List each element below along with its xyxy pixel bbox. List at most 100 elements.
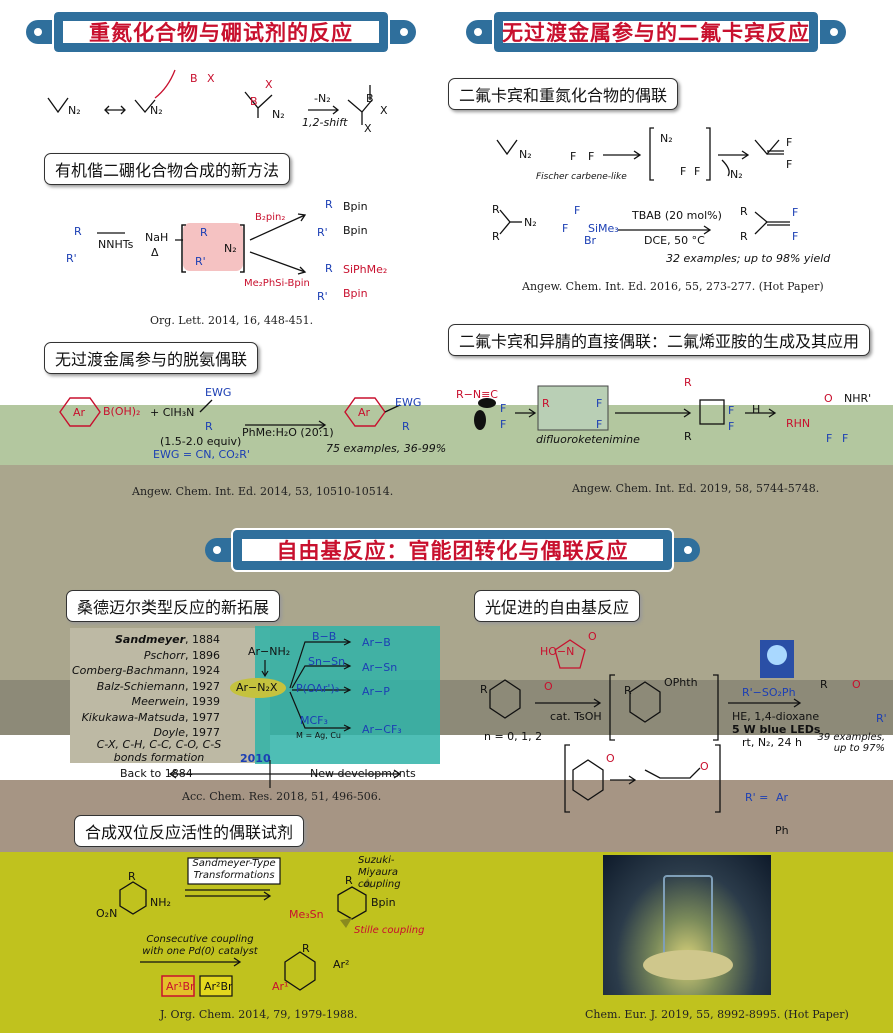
ewg-label: EWG <box>395 396 422 409</box>
isonitrile-label: R−N≡C <box>456 388 498 401</box>
ar2-label: Ar² <box>333 958 350 971</box>
b2pin2-label: B₂pin₂ <box>255 212 286 223</box>
halide-label: X <box>380 104 388 117</box>
ammonium-label: + ClH₃N <box>150 406 195 419</box>
o-label: O <box>700 760 709 773</box>
citation: Angew. Chem. Int. Ed. 2016, 55, 273-277.… <box>522 280 824 293</box>
reagent-label: P(OAr')₃ <box>296 682 340 695</box>
consecutive-label: Consecutive coupling with one Pd(0) cata… <box>142 934 258 957</box>
year: 1977 <box>192 726 220 739</box>
fluorine-label: F <box>570 150 577 163</box>
delta-label: Δ <box>151 246 159 259</box>
product-label: Ar−Sn <box>362 661 398 674</box>
diazo-n2-label: N₂ <box>730 168 743 181</box>
fluorine-label: F <box>728 404 735 417</box>
year: 1927 <box>192 679 220 693</box>
ho-label: HO−N <box>540 645 575 658</box>
bpin-label: Bpin <box>343 224 368 237</box>
acid-label: cat. TsOH <box>550 710 602 723</box>
r-label: R <box>205 420 213 433</box>
r-label: R <box>128 870 136 883</box>
product-label: Ar−B <box>362 636 391 649</box>
r-label: R <box>402 420 410 433</box>
diazo-n2-label: N₂ <box>524 216 537 229</box>
rp-label: R' <box>66 252 77 265</box>
year: 1896 <box>192 648 220 662</box>
boron-label: B <box>190 72 198 85</box>
diazo-n2-label: N₂ <box>150 104 163 117</box>
citation: Org. Lett. 2014, 16, 448-451. <box>150 314 314 327</box>
examples-label: 75 examples, 36-99% <box>326 442 447 455</box>
back-to-1884-label: Back to 1884 <box>120 767 193 780</box>
reagent-label: Sn−Sn <box>308 655 346 668</box>
boron-label: B <box>366 92 374 105</box>
new-developments-label: New developments <box>310 767 416 780</box>
product-label: Ar−P <box>362 685 390 698</box>
boronic-acid-label: B(OH)₂ <box>103 405 141 418</box>
o-label: O <box>544 680 553 693</box>
section-banner-carbene: 无过渡金属参与的二氟卡宾反应 <box>466 10 846 54</box>
year: 1977 <box>192 710 220 724</box>
rp-label: R' <box>195 255 206 268</box>
r-label: R <box>740 230 748 243</box>
name: Balz-Schiemann <box>96 679 185 693</box>
equiv-label: (1.5-2.0 equiv) <box>160 435 242 448</box>
ar2br-label: Ar²Br <box>204 980 233 993</box>
stille-label: Stille coupling <box>354 925 425 936</box>
fluorine-label: F <box>728 420 735 433</box>
yield-label: 39 examples, up to 97% <box>817 732 885 754</box>
year: 1939 <box>192 695 220 708</box>
name: Pschorr <box>143 648 185 662</box>
sime3-label: SiMe₃ <box>588 222 619 235</box>
fluorine-label: F <box>786 136 793 149</box>
r-label: R <box>74 225 82 238</box>
conditions-label: PhMe:H₂O (20:1) <box>242 426 334 439</box>
rp-label: R' <box>317 226 328 239</box>
fischer-like-label: Fischer carbene-like <box>536 172 627 182</box>
condition-label: HE, 1,4-dioxane <box>732 710 820 723</box>
me2phsi-label: Me₂PhSi-Bpin <box>244 278 310 289</box>
r-label: R <box>302 942 310 955</box>
subheading-dual: 合成双位反应活性的偶联试剂 <box>74 815 305 847</box>
fluorine-label: F <box>680 165 687 178</box>
r-label: R <box>624 684 632 697</box>
section-banner-radical: 自由基反应：官能团转化与偶联反应 <box>205 528 700 572</box>
ar1-label: Ar¹ <box>272 980 289 993</box>
subheading-isonitrile: 二氟卡宾和异腈的直接偶联：二氟烯亚胺的生成及其应用 <box>448 324 871 356</box>
fluorine-label: F <box>500 418 507 431</box>
year: 1924 <box>192 664 220 677</box>
h-label: H <box>752 403 761 416</box>
fluorine-label: F <box>500 402 507 415</box>
section-title: 无过渡金属参与的二氟卡宾反应 <box>502 21 810 45</box>
fluorine-label: F <box>694 165 701 178</box>
aryl-label: Ar <box>358 406 371 419</box>
citation: Chem. Eur. J. 2019, 55, 8992-8995. (Hot … <box>585 1008 849 1021</box>
diazo-n2-label: N₂ <box>519 148 532 161</box>
r-label: R <box>325 262 333 275</box>
fluorine-label: F <box>562 222 569 235</box>
section-title: 重氮化合物与硼试剂的反应 <box>89 21 353 45</box>
ewg-list-label: EWG = CN, CO₂R' <box>153 448 250 461</box>
r-label: R <box>684 376 692 389</box>
me3sn-label: Me₃Sn <box>289 908 324 921</box>
reagent-label: MCF₃ <box>300 714 328 727</box>
halide-label: X <box>207 72 215 85</box>
boron-label: B <box>250 95 258 108</box>
diazo-n2-label: N₂ <box>272 108 285 121</box>
o-label: O <box>852 678 861 691</box>
r-label: R <box>480 683 488 696</box>
citation: Angew. Chem. Int. Ed. 2014, 53, 10510-10… <box>132 485 394 498</box>
nhr-label: NHR' <box>844 392 872 405</box>
name: Doyle <box>153 726 185 739</box>
band-green <box>0 405 893 465</box>
ar1br-label: Ar¹Br <box>166 980 195 993</box>
arn2x-label: Ar−N₂X <box>236 681 278 694</box>
subheading-diboron: 有机偕二硼化合物合成的新方法 <box>44 153 291 185</box>
bonds-formation-label: C-X, C-H, C-C, C-O, C-S bonds formation <box>96 738 222 764</box>
subheading-photo: 光促进的自由基反应 <box>474 590 641 622</box>
